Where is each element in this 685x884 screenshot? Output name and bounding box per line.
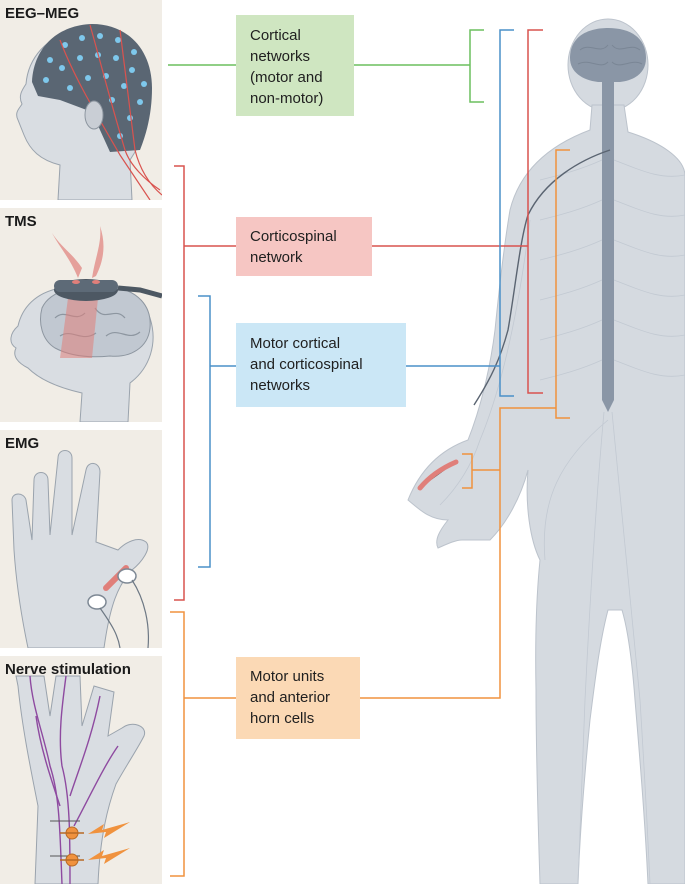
orange-connector	[170, 149, 570, 877]
emg-panel: EMG	[0, 430, 162, 648]
eeg-meg-panel: EEG–MEG	[0, 0, 162, 200]
eeg-cap-head-illustration	[16, 24, 162, 200]
blue-connector	[198, 29, 514, 568]
green-connector	[168, 29, 484, 103]
nerve-stimulation-panel: Nerve stimulation	[0, 656, 162, 884]
tms-panel: TMS	[0, 208, 162, 422]
electrode-dots	[43, 33, 147, 139]
eeg-meg-title: EEG–MEG	[5, 5, 80, 22]
corticospinal-network-label: Corticospinal network	[236, 217, 372, 276]
nerve-lines	[29, 675, 119, 884]
emg-title: EMG	[5, 435, 40, 452]
cortical-networks-label: Cortical networks (motor and non-motor)	[236, 15, 354, 116]
motor-cortical-corticospinal-label: Motor cortical and corticospinal network…	[236, 323, 406, 407]
emg-hand-illustration	[11, 450, 150, 648]
red-connector	[174, 29, 543, 601]
tms-head-illustration	[10, 226, 162, 422]
nerve-stimulation-hand-illustration	[15, 675, 146, 884]
motor-units-label: Motor units and anterior horn cells	[236, 657, 360, 739]
nerve-stimulation-title: Nerve stimulation	[5, 661, 131, 678]
tms-title: TMS	[5, 213, 37, 230]
